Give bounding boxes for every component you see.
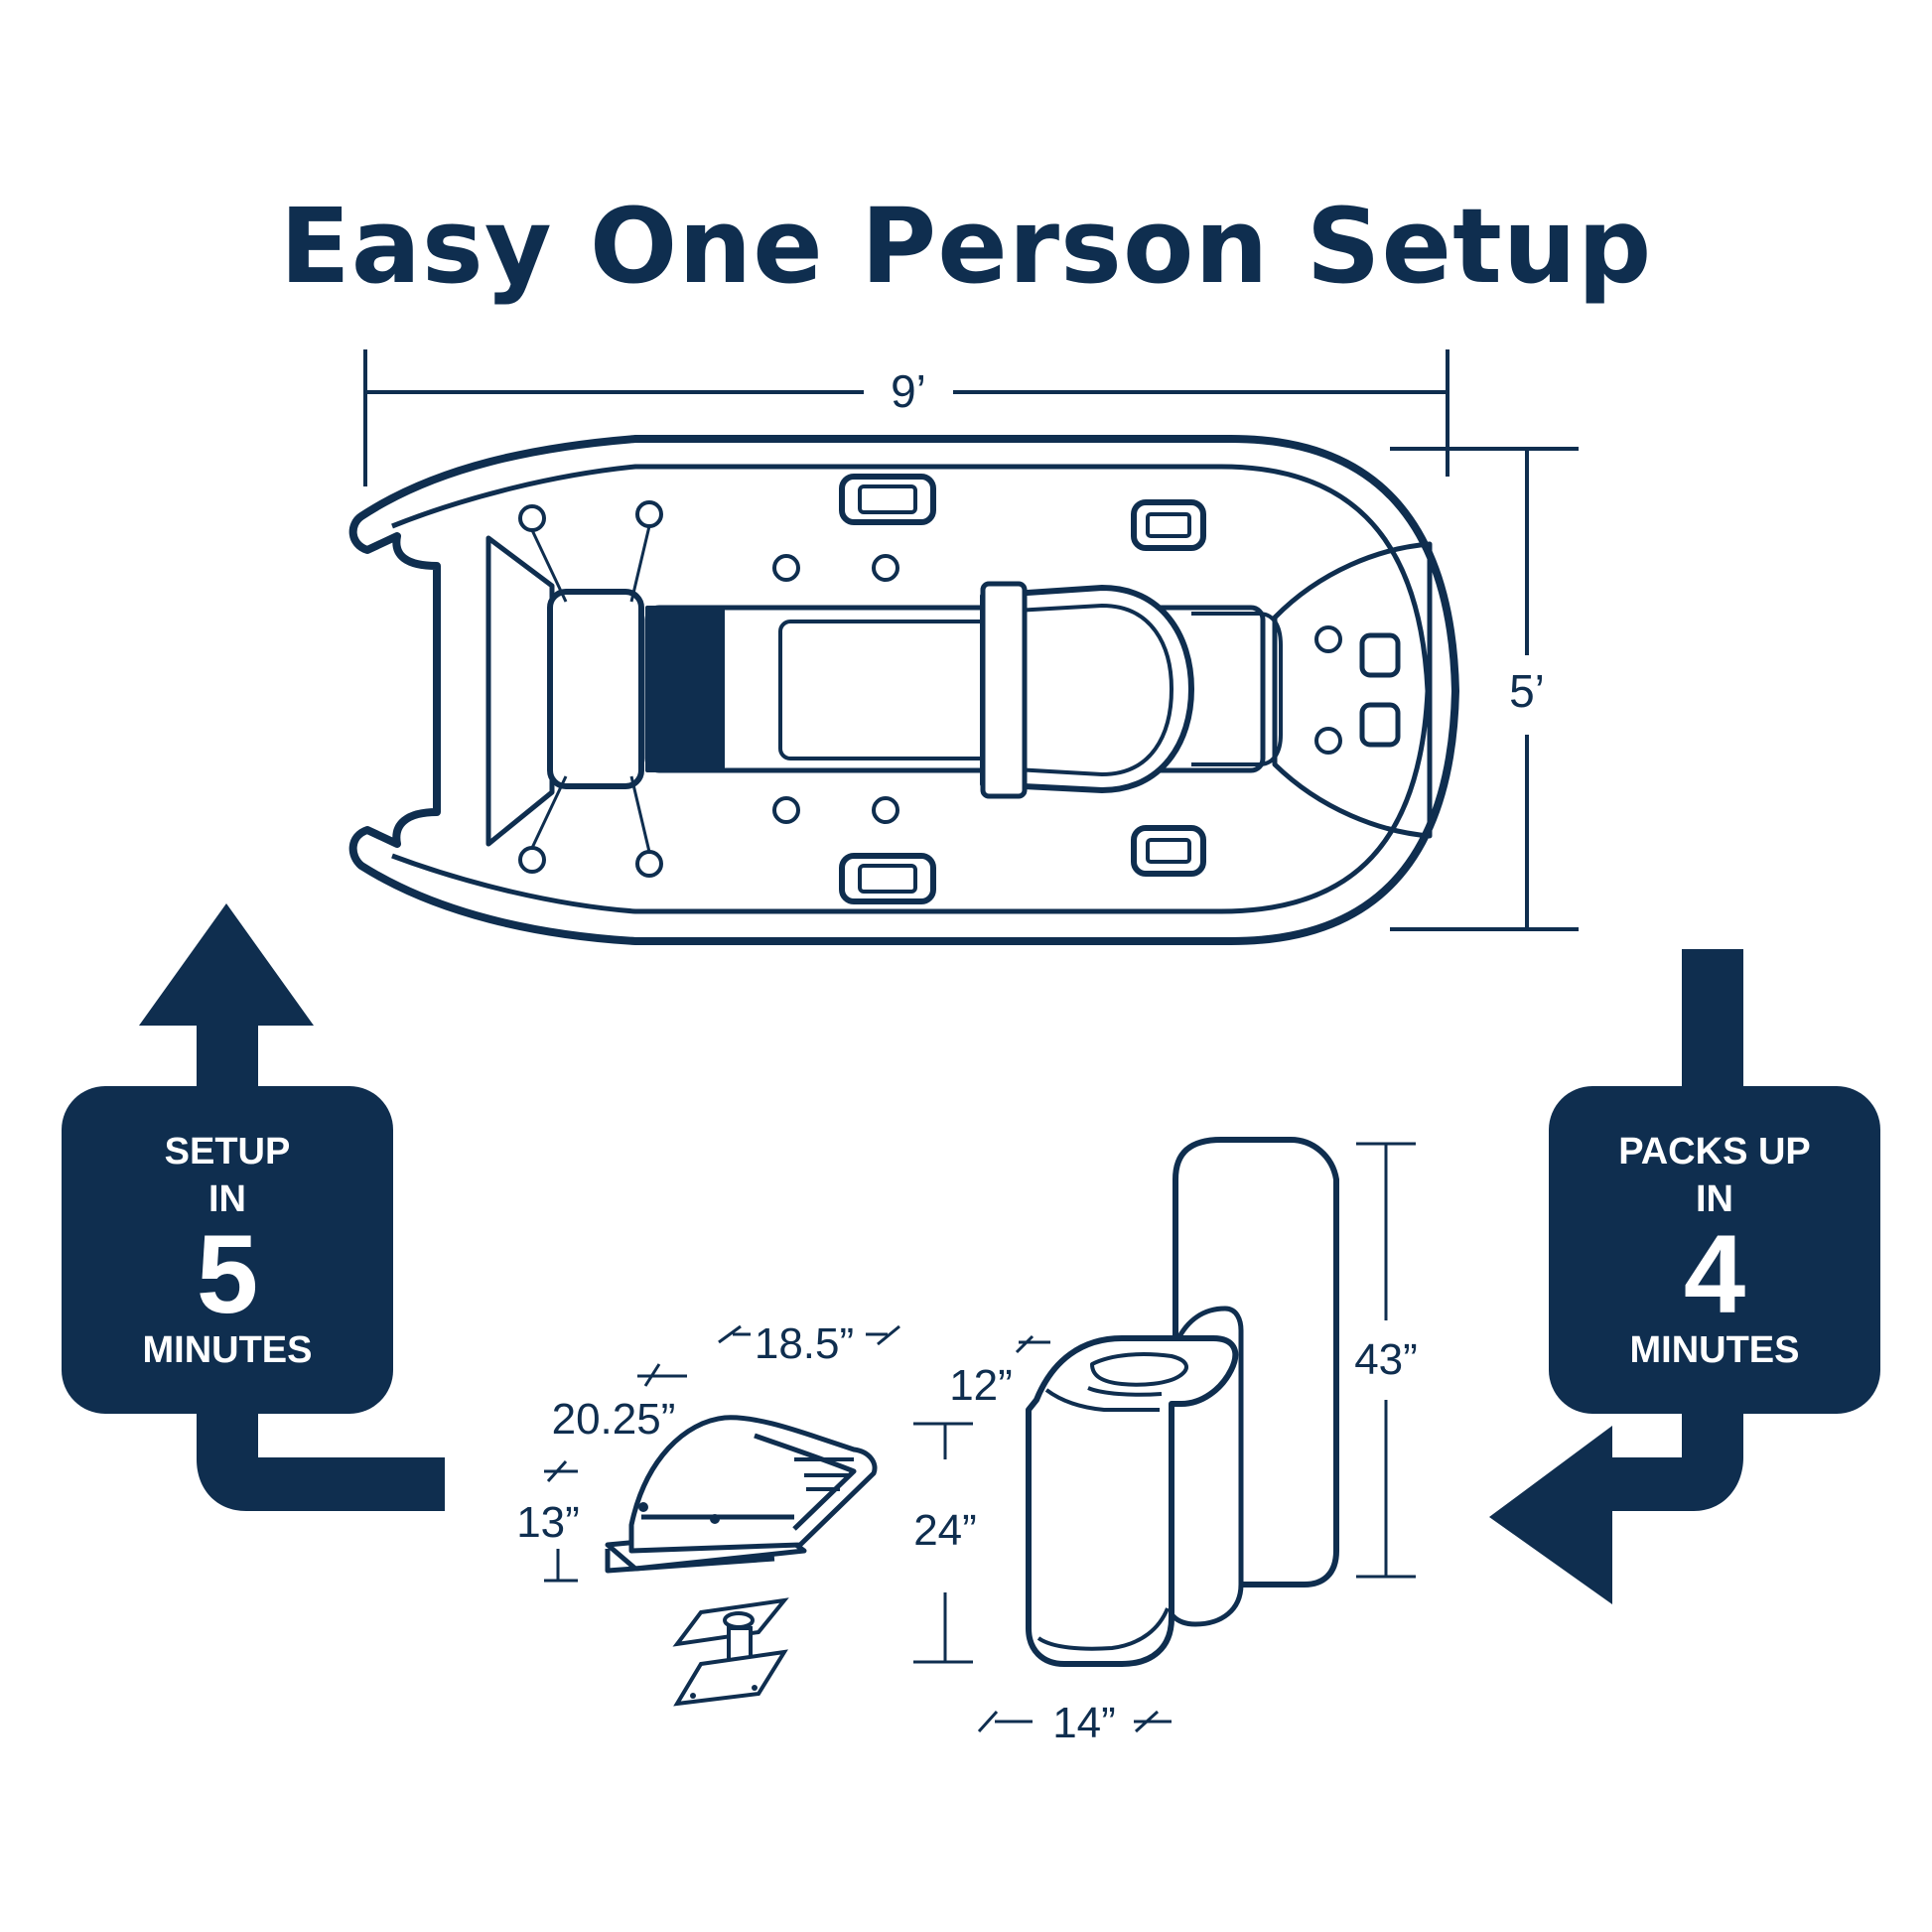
pack-badge-line3: MINUTES [1630,1329,1800,1371]
boat-width-label: 5’ [1509,665,1545,717]
rolled-boat-dimension-lines [913,1142,1416,1733]
seat-icon [605,1415,878,1574]
rolled-width-label: 14” [1052,1699,1116,1747]
boat-length-label: 9’ [891,365,926,417]
pack-badge-line1: PACKS UP [1618,1131,1811,1173]
setup-badge-line2: IN [208,1178,246,1220]
setup-badge-number: 5 [197,1212,258,1336]
boat-length-dimension [363,349,1449,486]
seat-dimension-lines [544,1324,900,1583]
rolled-height-label: 24” [913,1506,977,1555]
rolled-total-height-label: 43” [1354,1335,1418,1384]
pack-badge-line2: IN [1696,1178,1733,1220]
rolled-depth-label: 12” [949,1361,1013,1410]
setup-badge-line3: MINUTES [143,1329,313,1371]
rolled-boat-icon [1026,1137,1339,1667]
setup-badge: SETUP IN 5 MINUTES [62,1086,393,1414]
page-title: Easy One Person Setup [279,186,1653,307]
seat-height-label: 13” [516,1498,580,1547]
pack-badge-number: 4 [1684,1212,1745,1336]
pack-badge: PACKS UP IN 4 MINUTES [1549,1086,1880,1414]
seat-width-label: 20.25” [552,1395,676,1444]
setup-badge-line1: SETUP [165,1131,291,1173]
seat-depth-label: 18.5” [755,1319,854,1368]
seat-pedestal-icon [672,1597,789,1707]
boat-top-view-icon [348,435,1459,945]
boat-width-dimension [1390,447,1579,931]
